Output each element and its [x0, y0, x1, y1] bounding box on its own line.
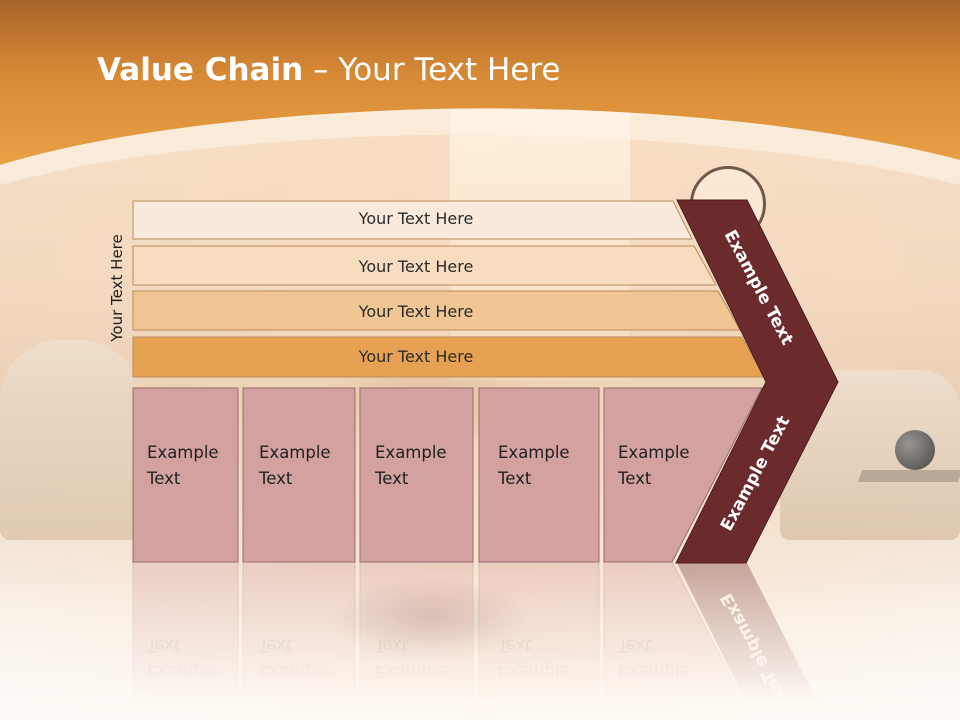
activity-box-2-line1: Example: [259, 443, 331, 462]
header-band: [0, 0, 960, 185]
reflection-box-5-line2: Text: [617, 636, 652, 655]
support-bar-4-label: Your Text Here: [358, 347, 474, 366]
activity-boxes: Example Text Example Text Example Text E…: [132, 387, 763, 563]
title-bold: Value Chain: [97, 52, 304, 88]
margin-chevron: Example Text Example Text: [675, 199, 839, 564]
support-bar-3-shape: [132, 290, 741, 331]
reflection-box-3-line2: Text: [374, 636, 409, 655]
support-bar-1-shape: [132, 200, 693, 240]
activity-box-3-line2: Text: [374, 469, 409, 488]
activity-box-1-line2: Text: [146, 469, 181, 488]
support-bar-1: Your Text Here: [132, 200, 693, 240]
activity-box-1-line1: Example: [147, 443, 219, 462]
background-globe: [895, 430, 935, 470]
activity-box-4: Example Text: [478, 387, 600, 563]
background-sofa-left: [0, 340, 140, 540]
support-bar-3-label: Your Text Here: [358, 302, 474, 321]
reflection-box-1-line1: Example: [147, 662, 219, 681]
margin-chevron-shape: [675, 199, 839, 564]
support-bars: Your Text Here Your Text Here Your Text …: [132, 200, 765, 378]
reflection-box-1-line2: Text: [146, 636, 181, 655]
activity-box-5-line1: Example: [618, 443, 690, 462]
activity-box-3-shape: [359, 387, 474, 563]
activity-box-2-line2: Text: [258, 469, 293, 488]
reflection-box-2: [242, 561, 356, 720]
reflection-box-4-line2: Text: [497, 636, 532, 655]
support-bar-1-label: Your Text Here: [358, 209, 474, 228]
activity-box-5: Example Text: [603, 387, 763, 563]
title-rest: – Your Text Here: [303, 52, 561, 88]
activity-box-5-line2: Text: [617, 469, 652, 488]
support-bar-2-shape: [132, 245, 717, 286]
slide-title: Value Chain – Your Text Here: [97, 52, 560, 88]
activity-box-4-shape: [478, 387, 600, 563]
diagram-reflection: Example Text Example Text Example Text E…: [132, 561, 827, 720]
activity-box-3: Example Text: [359, 387, 474, 563]
reflection-box-2-line2: Text: [258, 636, 293, 655]
activity-box-2-shape: [242, 387, 356, 563]
reflection-box-3-line1: Example: [375, 662, 447, 681]
reflection-box-5-line1: Example: [618, 662, 690, 681]
activity-box-4-line2: Text: [497, 469, 532, 488]
support-bar-4: Your Text Here: [132, 336, 765, 378]
activity-box-1: Example Text: [132, 387, 239, 563]
support-bar-2: Your Text Here: [132, 245, 717, 286]
activity-box-3-line1: Example: [375, 443, 447, 462]
reflection-box-2-line1: Example: [259, 662, 331, 681]
reflection-box-1: [132, 561, 239, 720]
reflection-box-4-line1: Example: [498, 662, 570, 681]
background-window: [450, 110, 630, 380]
activity-box-4-line1: Example: [498, 443, 570, 462]
reflection-box-4: [478, 561, 600, 720]
reflection-chevron: [676, 561, 827, 720]
support-bar-2-label: Your Text Here: [358, 257, 474, 276]
reflection-box-5: [603, 561, 755, 720]
activity-box-2: Example Text: [242, 387, 356, 563]
support-bar-3: Your Text Here: [132, 290, 741, 331]
reflection-box-3: [359, 561, 474, 720]
